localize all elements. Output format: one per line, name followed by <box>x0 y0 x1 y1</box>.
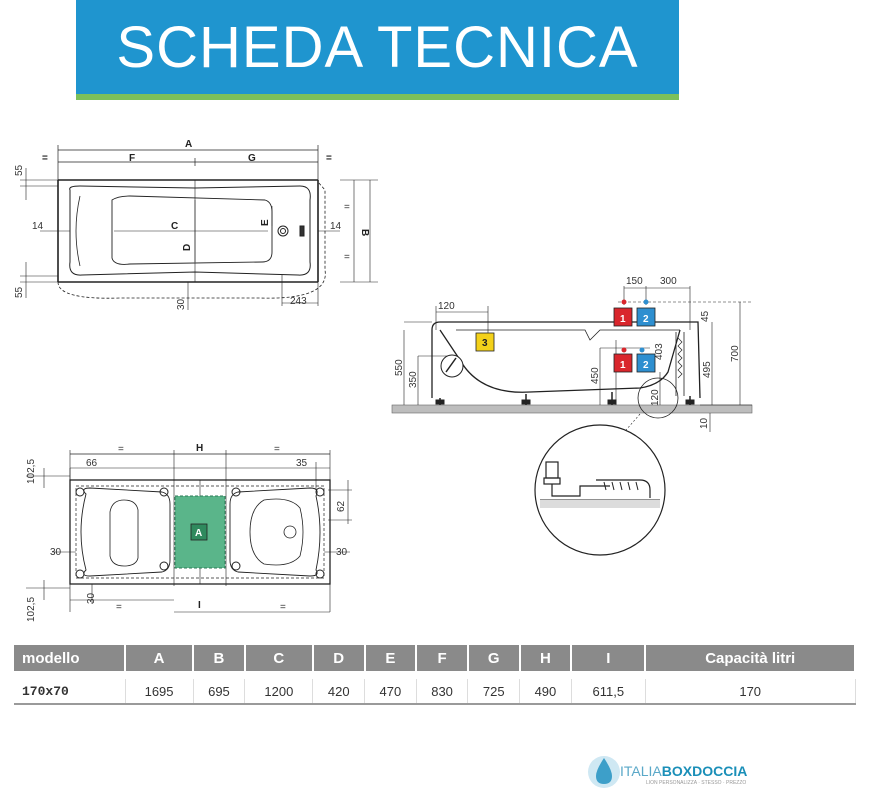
top-dim-B-label: B <box>359 229 370 236</box>
bottom-dim-30-bottom: 30 <box>86 592 97 604</box>
badge-2-low-label: 2 <box>643 360 649 371</box>
zone-A-badge <box>190 523 208 541</box>
cell-A: 1695 <box>125 671 194 705</box>
top-dim-A-label: A <box>185 139 192 150</box>
badge-1-top <box>613 307 633 327</box>
bottom-dim-35: 35 <box>296 458 308 469</box>
col-capacita: Capacità litri <box>645 645 856 675</box>
cell-modello: 170x70 <box>14 671 126 705</box>
top-view-drawing <box>20 145 378 310</box>
badge-2-top-label: 2 <box>643 314 649 325</box>
cell-F: 830 <box>416 671 469 705</box>
side-dim-450: 450 <box>590 367 601 384</box>
side-dim-700: 700 <box>730 345 741 362</box>
cell-B: 695 <box>193 671 246 705</box>
col-B: B <box>193 645 246 675</box>
bottom-dim-30-left: 30 <box>50 547 62 558</box>
badge-2-low <box>636 353 656 373</box>
spec-table: modello A B C D E F G H I Capacità litri… <box>14 645 856 705</box>
logo-boxdoccia-text: BOXDOCCIA <box>661 763 748 779</box>
top-dim-30: 30 <box>176 298 187 310</box>
badge-3 <box>475 332 495 352</box>
bottom-dim-30-right: 30 <box>336 547 348 558</box>
side-dim-403: 403 <box>654 343 665 360</box>
bottom-dim-62: 62 <box>336 500 347 512</box>
top-eq-b1: = <box>344 202 350 213</box>
side-dim-550: 550 <box>394 359 405 376</box>
col-G: G <box>467 645 521 675</box>
top-dim-G-label: G <box>248 153 256 164</box>
badge-1-low-label: 1 <box>620 360 626 371</box>
cell-E: 470 <box>364 671 417 705</box>
side-dim-120-low: 120 <box>650 389 661 406</box>
col-C: C <box>244 645 314 675</box>
badge-2-top <box>636 307 656 327</box>
side-dim-150: 150 <box>626 276 643 287</box>
col-F: F <box>416 645 469 675</box>
side-dim-300: 300 <box>660 276 677 287</box>
page-title: SCHEDA TECNICA <box>116 14 639 80</box>
cell-capacita: 170 <box>645 671 856 705</box>
top-dim-14-right: 14 <box>330 221 342 232</box>
bottom-eq-bottom-left: = <box>116 602 122 613</box>
side-dim-45: 45 <box>700 310 711 322</box>
top-dim-E-label: E <box>260 219 271 226</box>
top-eq-left: = <box>42 153 48 164</box>
top-dim-55-bottom: 55 <box>14 286 25 298</box>
top-dim-243: 243 <box>290 296 307 307</box>
bottom-dim-66: 66 <box>86 458 98 469</box>
col-E: E <box>364 645 418 675</box>
cell-C: 1200 <box>244 671 314 705</box>
badge-1-top-label: 1 <box>620 314 626 325</box>
top-dim-C-label: C <box>171 221 178 232</box>
bottom-view-drawing <box>26 450 352 613</box>
drain-detail-view <box>534 424 666 556</box>
bottom-eq-bottom-right: = <box>280 602 286 613</box>
logo-wordmark: ITALIABOXDOCCIA <box>620 763 747 779</box>
cell-I: 611,5 <box>571 671 646 705</box>
top-dim-D-label: D <box>182 244 193 251</box>
top-dim-14-left: 14 <box>32 221 44 232</box>
logo-subtitle: LION PERSONALIZZA · STESSO · PREZZO <box>646 780 747 786</box>
bottom-dim-I-label: I <box>198 600 201 611</box>
col-H: H <box>519 645 573 675</box>
col-D: D <box>312 645 366 675</box>
top-eq-right: = <box>326 153 332 164</box>
col-modello: modello <box>14 645 126 675</box>
bottom-eq-right: = <box>274 444 280 455</box>
side-dim-120-top: 120 <box>438 301 455 312</box>
brand-logo: ITALIABOXDOCCIA LION PERSONALIZZA · STES… <box>584 750 794 794</box>
side-dim-10: 10 <box>699 417 710 429</box>
zone-A-label: A <box>195 528 202 539</box>
col-I: I <box>571 645 647 675</box>
side-dim-495: 495 <box>702 361 713 378</box>
col-A: A <box>125 645 195 675</box>
bottom-dim-102-bottom: 102,5 <box>26 597 37 622</box>
top-dim-55-top: 55 <box>14 164 25 176</box>
technical-drawing: A F G = = C D E B 55 55 14 14 30 243 = = <box>14 139 753 622</box>
spec-table-header: modello A B C D E F G H I Capacità litri <box>14 645 856 675</box>
top-eq-b2: = <box>344 252 350 263</box>
header-banner: SCHEDA TECNICA <box>76 0 679 100</box>
table-row: 170x70 1695 695 1200 420 470 830 725 490… <box>14 671 856 705</box>
droplet-logo-icon <box>588 756 620 788</box>
side-view-drawing <box>391 286 753 432</box>
bottom-dim-102-top: 102,5 <box>26 459 37 484</box>
badge-1-low <box>613 353 633 373</box>
bottom-eq-left: = <box>118 444 124 455</box>
top-dim-F-label: F <box>129 153 135 164</box>
logo-italia-text: ITALIA <box>620 763 662 779</box>
bottom-dim-H-label: H <box>196 443 203 454</box>
badge-3-label: 3 <box>482 338 488 349</box>
cell-G: 725 <box>467 671 521 705</box>
cell-D: 420 <box>312 671 366 705</box>
cell-H: 490 <box>519 671 572 705</box>
side-dim-350: 350 <box>408 371 419 388</box>
